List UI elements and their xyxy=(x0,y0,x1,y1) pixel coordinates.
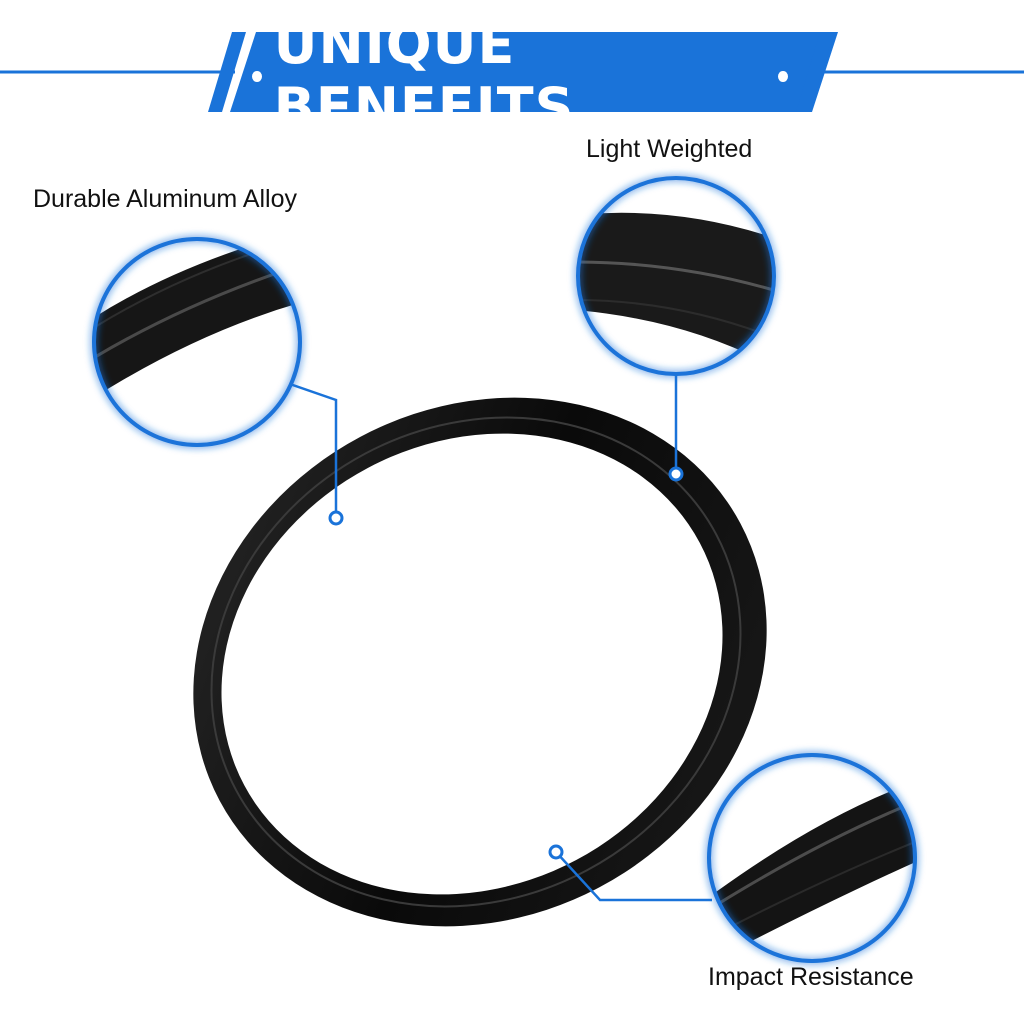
black-ring-spacer xyxy=(193,397,767,927)
zoom-detail-durable xyxy=(92,237,302,447)
banner-decoration xyxy=(0,32,1024,112)
feature-label-light: Light Weighted xyxy=(586,135,753,163)
feature-label-durable: Durable Aluminum Alloy xyxy=(33,185,298,213)
feature-label-impact: Impact Resistance xyxy=(708,963,914,991)
banner-title-text: UNIQUE BENEFITS xyxy=(273,13,575,139)
zoom-detail-impact xyxy=(707,753,917,963)
zoom-detail-light xyxy=(576,176,776,376)
bullet-dot-right xyxy=(778,70,788,82)
banner-title: UNIQUE BENEFITS xyxy=(240,13,800,139)
connector-dots xyxy=(328,466,684,860)
bullet-dot-left xyxy=(252,70,262,82)
connector-lines xyxy=(283,372,712,902)
